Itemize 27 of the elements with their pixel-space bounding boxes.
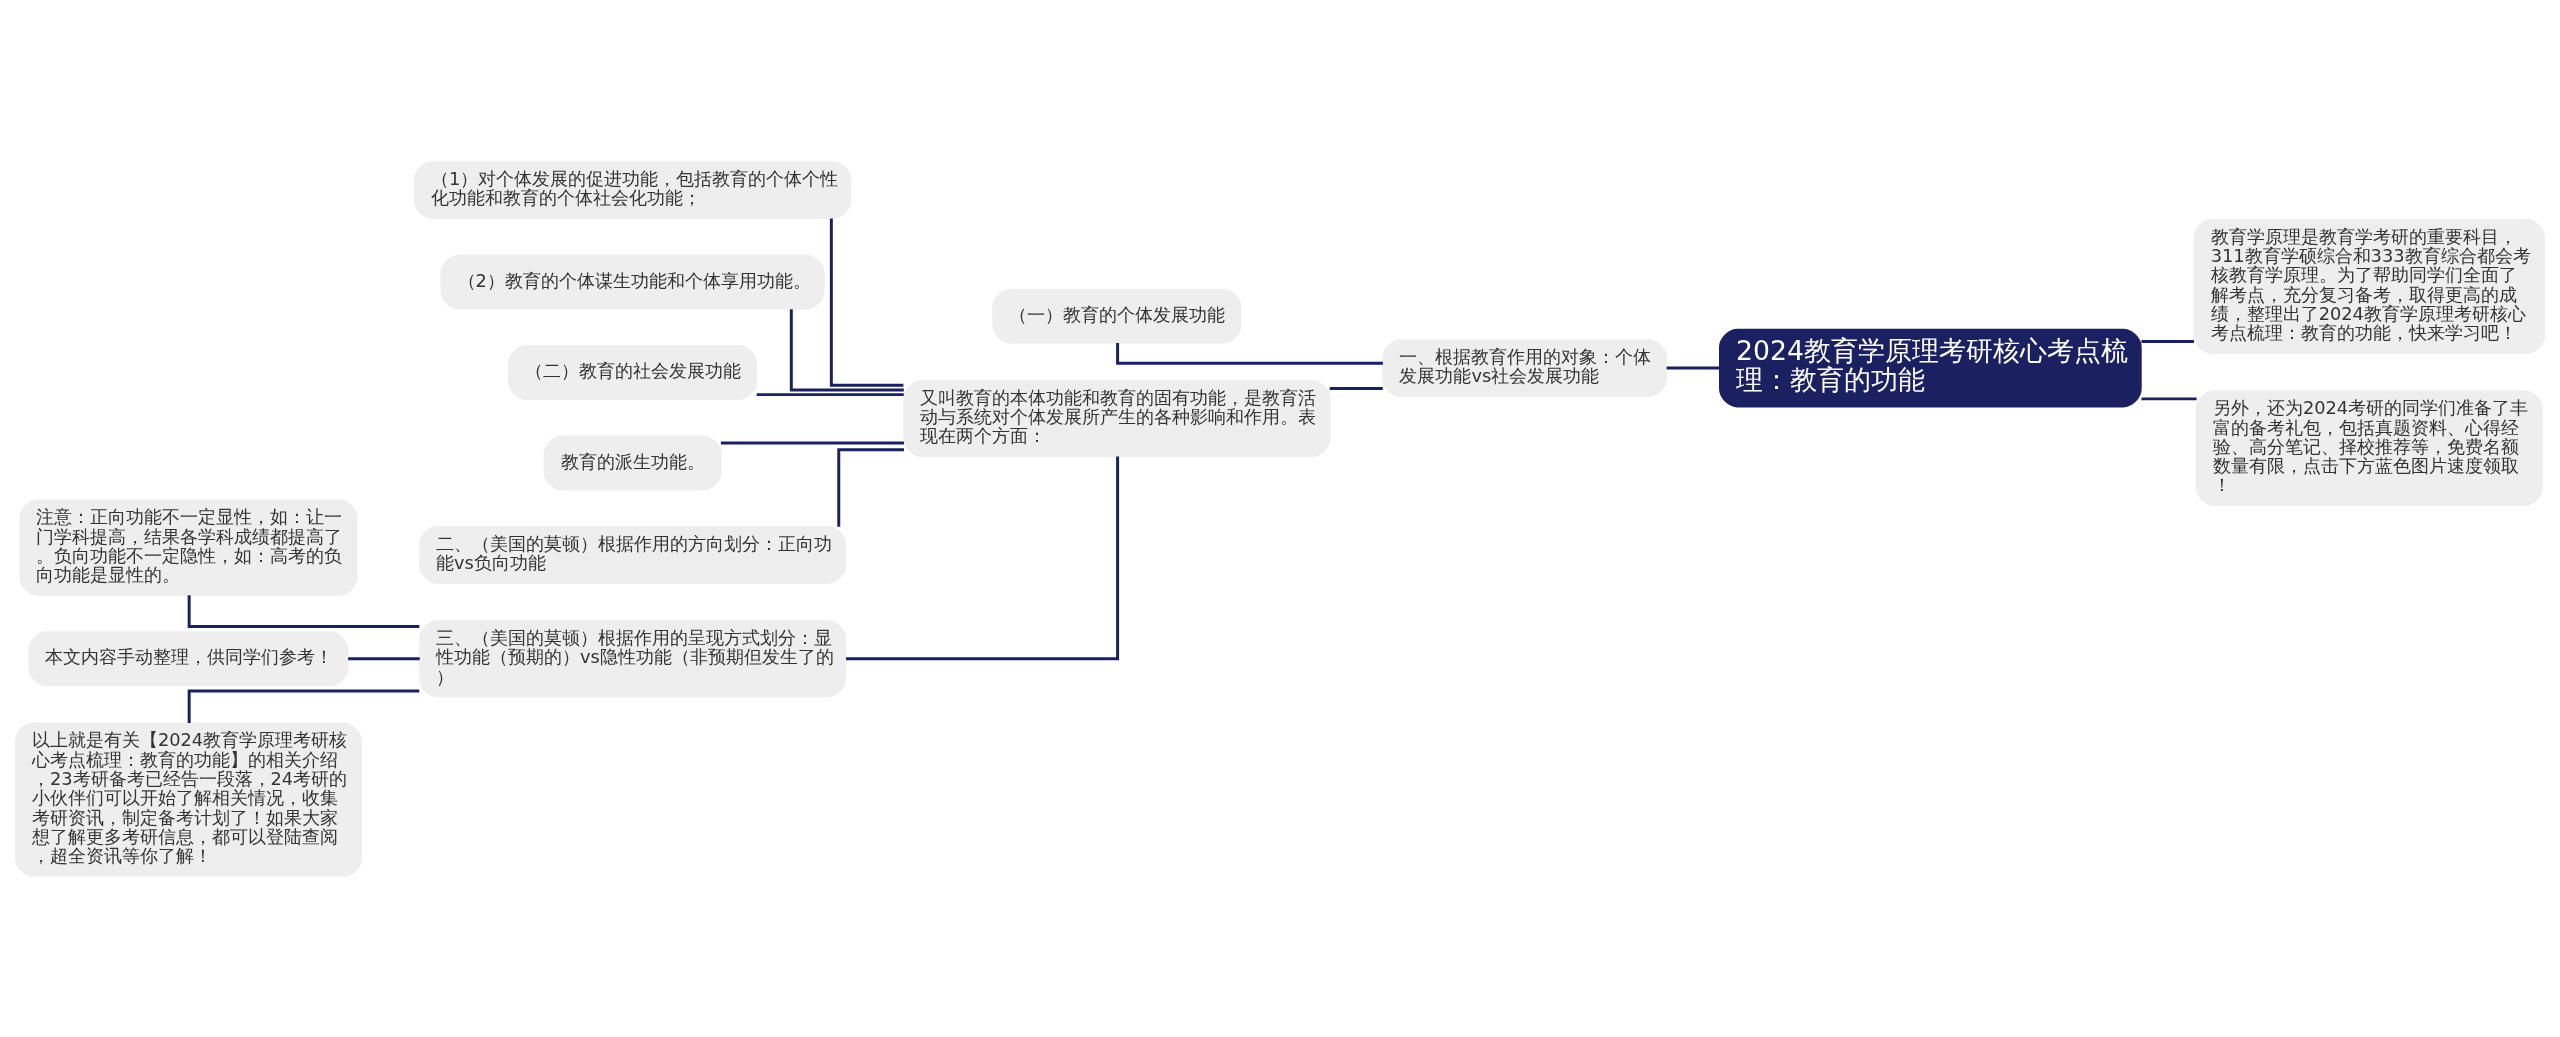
connector: [1329, 386, 1383, 390]
connector: [846, 456, 1120, 660]
node-box: 教育的派生功能。: [543, 435, 722, 490]
node-box: 教育学原理是教育学考研的重要科目，311教育学硕综合和333教育综合都会考核教育学原理。为了帮助同学们全面了解考点，充分复习备考，取得更高的成绩，整理出了2024教育学原理考研核心考点梳理：教育的功能，快来学习吧！: [2193, 218, 2546, 354]
node-box: 本文内容手动整理，供同学们参考！: [28, 630, 349, 686]
connector: [837, 447, 904, 527]
connector: [2141, 339, 2194, 343]
node-box: 一、根据教育作用的对象：个体发展功能vs社会发展功能: [1382, 338, 1668, 397]
node-box: 以上就是有关【2024教育学原理考研核心考点梳理：教育的功能】的相关介绍，23考研备考已经告一段落，24考研的小伙伴们可以开始了解相关情况，收集考研资讯，制定备考计划了！如果大家想了解更多考研信息，都可以登陆查阅，超全资讯等你了解！: [14, 722, 362, 877]
node-box: 二、（美国的莫顿）根据作用的方向划分：正向功能vs负向功能: [419, 525, 847, 584]
connector: [720, 441, 904, 444]
connector: [789, 308, 904, 391]
node-box: （一）教育的个体发展功能: [992, 288, 1242, 344]
connector: [2141, 396, 2197, 400]
connector: [348, 656, 420, 660]
node-box: 另外，还为2024考研的同学们准备了丰富的备考礼包，包括真题资料、心得经验、高分笔记、择校推荐等，免费名额数量有限，点击下方蓝色图片速度领取！: [2195, 389, 2543, 506]
connector: [829, 218, 904, 387]
node-box: 又叫教育的本体功能和教育的固有功能，是教育活动与系统对个体发展所产生的各种影响和作用。表现在两个方面：: [903, 379, 1331, 457]
node-box: （1）对个体发展的促进功能，包括教育的个体个性化功能和教育的个体社会化功能；: [413, 160, 852, 219]
node-box: （二）教育的社会发展功能: [508, 344, 758, 400]
connector: [1116, 342, 1383, 365]
connector: [756, 392, 904, 396]
node-box: 注意：正向功能不一定显性，如：让一门学科提高，结果各学科成绩都提高了。负向功能不一定隐性，如：高考的负向功能是显性的。: [19, 498, 358, 596]
node-box: （2）教育的个体谋生功能和个体享用功能。: [440, 254, 825, 309]
connector: [1666, 366, 1720, 370]
node-box: 三、（美国的莫顿）根据作用的呈现方式划分：显性功能（预期的）vs隐性功能（非预期但发生了的）: [419, 619, 847, 697]
node-box: 2024教育学原理考研核心考点梳理：教育的功能: [1719, 328, 2142, 407]
